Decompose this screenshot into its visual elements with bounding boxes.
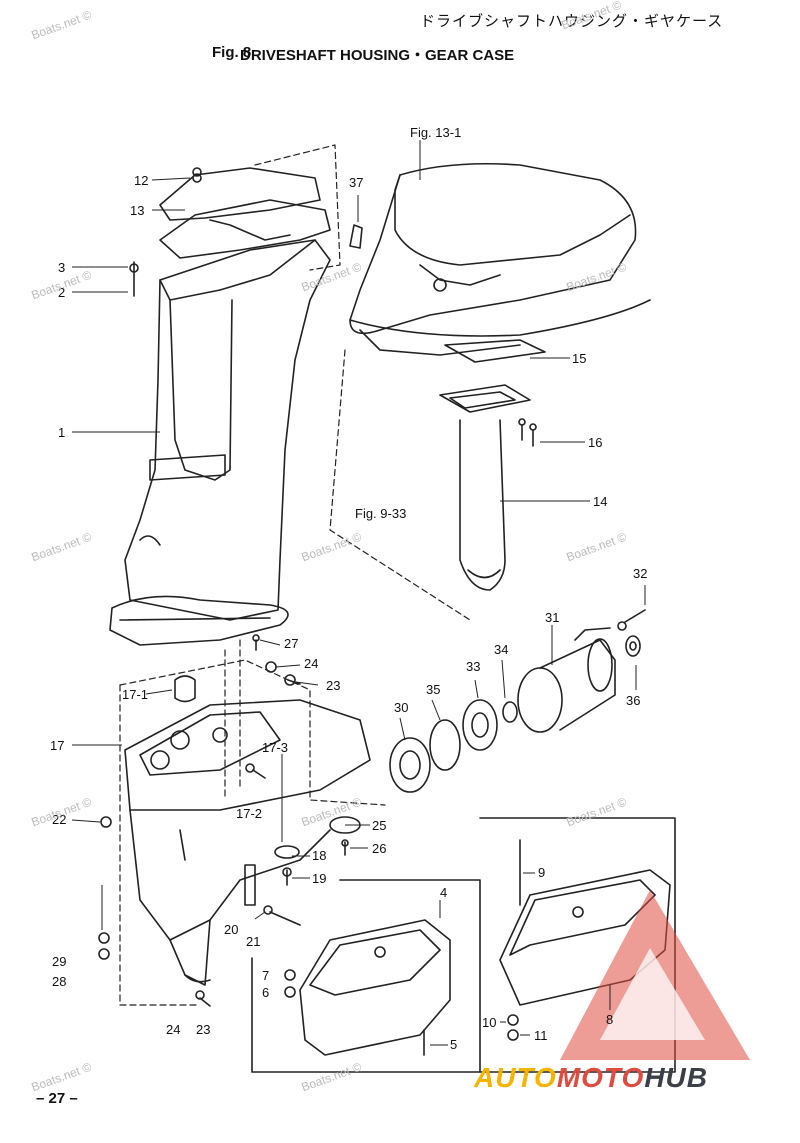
label-27: 27 — [284, 636, 298, 651]
label-36: 36 — [626, 693, 640, 708]
figure-ref-13-1: Fig. 13-1 — [410, 125, 461, 140]
label-17-1: 17-1 — [122, 687, 148, 702]
part-labels: 12 13 3 2 1 37 15 16 14 32 31 34 33 35 3… — [50, 125, 647, 1052]
bearing-housing-31-drawing — [517, 627, 616, 733]
label-5: 5 — [450, 1037, 457, 1052]
label-19: 19 — [312, 871, 326, 886]
exhaust-tube-drawing — [439, 339, 546, 591]
label-34: 34 — [494, 642, 508, 657]
figure-number: Fig. 8 — [212, 44, 252, 61]
label-11: 11 — [534, 1028, 548, 1043]
title-english: DRIVESHAFT HOUSING・GEAR CASE — [240, 47, 515, 64]
label-10: 10 — [482, 1015, 496, 1030]
label-31: 31 — [545, 610, 559, 625]
label-25: 25 — [372, 818, 386, 833]
small-fasteners-drawing — [98, 167, 521, 1056]
brand-part-auto: AUTO — [474, 1062, 557, 1093]
label-29: 29 — [52, 954, 66, 969]
label-28: 28 — [52, 974, 66, 989]
label-32: 32 — [633, 566, 647, 581]
label-17: 17 — [50, 738, 64, 753]
figure-ref-9-33: Fig. 9-33 — [355, 506, 406, 521]
label-37: 37 — [349, 175, 363, 190]
label-6: 6 — [262, 985, 269, 1000]
label-22: 22 — [52, 812, 66, 827]
label-35: 35 — [426, 682, 440, 697]
label-30: 30 — [394, 700, 408, 715]
skeg-part-4-drawing — [299, 919, 451, 1056]
label-12: 12 — [134, 173, 148, 188]
bearing-30-drawing — [389, 737, 431, 793]
label-26: 26 — [372, 841, 386, 856]
o-ring-35-drawing — [429, 719, 461, 771]
label-17-3: 17-3 — [262, 740, 288, 755]
label-1: 1 — [58, 425, 65, 440]
bolt-32-drawing — [617, 609, 646, 631]
label-23-upper: 23 — [326, 678, 340, 693]
label-7: 7 — [262, 968, 269, 983]
label-23-lower: 23 — [196, 1022, 210, 1037]
brand-logo-mark — [560, 890, 750, 1060]
brand-wordmark[interactable]: AUTOMOTOHUB — [474, 1062, 708, 1094]
bearing-33-drawing — [462, 699, 498, 751]
label-15: 15 — [572, 351, 586, 366]
gear-case-drawing — [124, 675, 371, 986]
label-24-lower: 24 — [166, 1022, 180, 1037]
brand-part-hub: HUB — [644, 1062, 708, 1093]
label-9: 9 — [538, 865, 545, 880]
label-16: 16 — [588, 435, 602, 450]
washer-36-drawing — [625, 635, 641, 657]
skeg-part-8-drawing — [499, 869, 671, 1006]
label-3: 3 — [58, 260, 65, 275]
label-20: 20 — [224, 922, 238, 937]
brand-part-moto: MOTO — [556, 1062, 645, 1093]
label-4: 4 — [440, 885, 447, 900]
label-13: 13 — [130, 203, 144, 218]
label-33: 33 — [466, 659, 480, 674]
title-japanese: ドライブシャフトハウジング・ギヤケース — [420, 12, 724, 30]
label-18: 18 — [312, 848, 326, 863]
reference-lines — [119, 144, 471, 1006]
label-8: 8 — [606, 1012, 613, 1027]
label-14: 14 — [593, 494, 607, 509]
bolts-16-drawing — [518, 418, 537, 447]
driveshaft-housing-drawing — [109, 167, 331, 646]
label-2: 2 — [58, 285, 65, 300]
page-number: – 27 – — [36, 1090, 78, 1107]
upper-casing-drawing — [349, 162, 651, 356]
label-24-upper: 24 — [304, 656, 318, 671]
seal-34-drawing — [502, 701, 518, 723]
label-21: 21 — [246, 934, 260, 949]
leader-lines — [71, 140, 646, 1046]
label-17-2: 17-2 — [236, 806, 262, 821]
